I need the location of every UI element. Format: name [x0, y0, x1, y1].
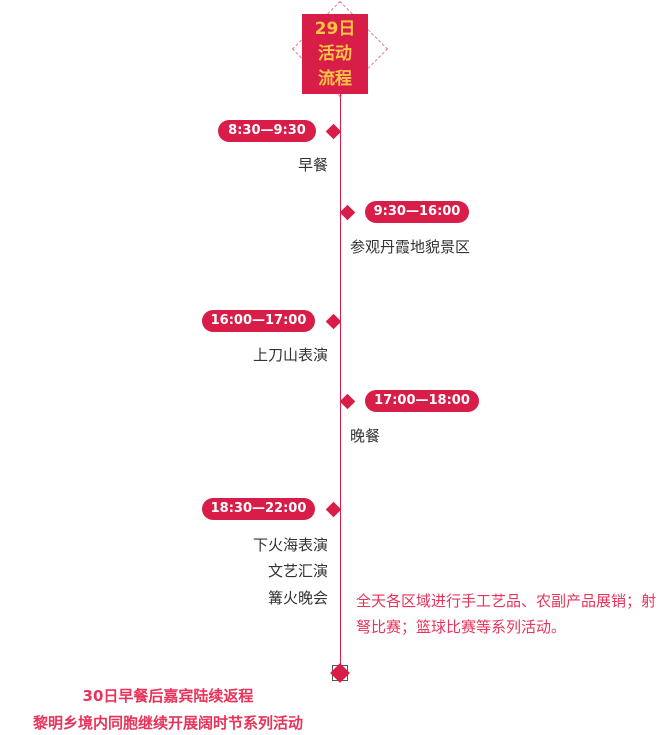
footer-line-2: 黎明乡境内同胞继续开展阔时节系列活动 [32, 714, 303, 732]
side-note: 全天各区域进行手工艺品、农副产品展销；射弩比赛；篮球比赛等系列活动。 [356, 592, 657, 636]
time-pill: 8:30—9:30 [218, 120, 316, 142]
event-label: 篝火晚会 [267, 589, 328, 607]
event-label: 晚餐 [350, 427, 381, 445]
diamond-marker-icon [339, 204, 356, 221]
diamond-marker-icon [325, 123, 342, 140]
time-pill: 18:30—22:00 [202, 498, 315, 520]
event-label: 下火海表演 [252, 536, 328, 554]
header-line: 活动 [318, 44, 352, 64]
event-label: 早餐 [297, 156, 328, 174]
footer-line-1: 30日早餐后嘉宾陆续返程 [82, 687, 254, 705]
event-label: 文艺汇演 [267, 562, 328, 580]
day-header: 29日 活动 流程 [302, 14, 368, 94]
diamond-marker-icon [325, 313, 342, 330]
diamond-marker-icon [325, 501, 342, 518]
time-pill: 9:30—16:00 [365, 201, 469, 223]
event-label: 上刀山表演 [252, 346, 328, 364]
time-pill: 16:00—17:00 [202, 310, 315, 332]
header-line: 29日 [314, 19, 356, 39]
header-line: 流程 [318, 69, 352, 89]
diamond-marker-icon [339, 393, 356, 410]
timeline-line [340, 94, 341, 674]
event-label: 参观丹霞地貌景区 [350, 238, 471, 256]
time-pill: 17:00—18:00 [365, 390, 479, 412]
